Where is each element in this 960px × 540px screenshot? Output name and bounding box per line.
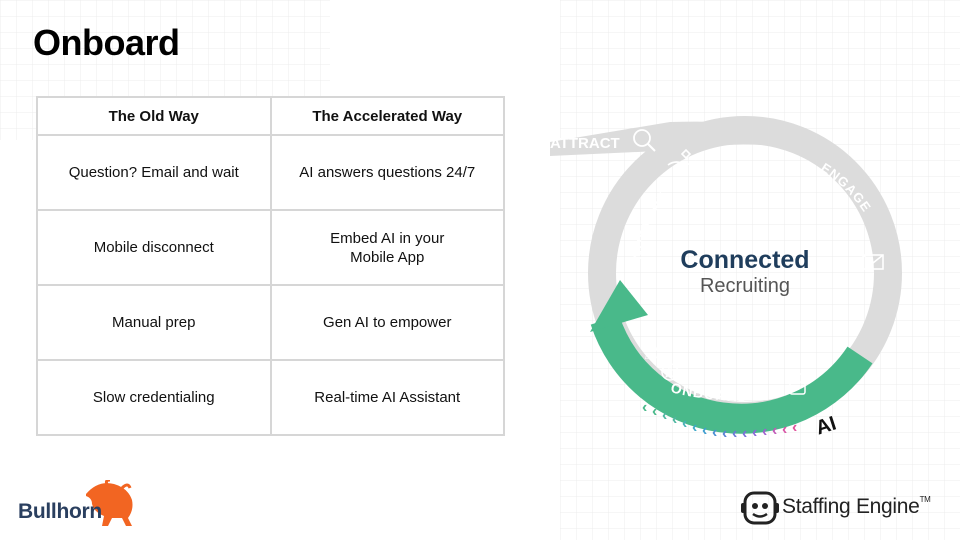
svg-text:‹: ‹ — [682, 415, 687, 432]
table-header-old-way: The Old Way — [36, 96, 272, 136]
table-row: Question? Email and wait AI answers ques… — [36, 134, 505, 211]
table-row: Mobile disconnect Embed AI in your Mobil… — [36, 209, 505, 286]
table-cell-old: Slow credentialing — [36, 359, 272, 436]
table-cell-new: Real-time AI Assistant — [269, 359, 505, 436]
table-cell-old: Mobile disconnect — [36, 209, 272, 286]
center-title: Connected — [680, 246, 809, 274]
envelope-icon — [862, 254, 884, 270]
attract-bar — [550, 121, 790, 156]
table-cell-new: Embed AI in your Mobile App — [269, 209, 505, 286]
table-cell-old: Manual prep — [36, 284, 272, 361]
svg-text:‹: ‹ — [692, 419, 697, 436]
star-badge-icon — [661, 363, 679, 381]
svg-text:‹: ‹ — [702, 422, 707, 439]
svg-text:‹: ‹ — [772, 422, 777, 439]
svg-text:‹: ‹ — [642, 399, 647, 416]
bull-icon — [86, 480, 133, 526]
onboard-arrowhead — [590, 280, 648, 332]
bullhorn-wordmark: Bullhorn — [18, 500, 102, 523]
svg-text:‹: ‹ — [672, 411, 677, 428]
clipboard-icon — [789, 373, 806, 395]
svg-text:‹: ‹ — [782, 421, 787, 438]
svg-text:‹: ‹ — [662, 407, 667, 424]
hand-heart-icon — [667, 148, 697, 166]
staffing-engine-wordmark: Staffing Engine — [782, 495, 920, 518]
ai-chevron-trail: ‹ ‹ ‹ ‹ ‹ ‹ ‹ ‹ ‹ ‹ ‹ ‹ ‹ ‹ ‹ ‹ — [642, 399, 797, 442]
table-cell-new: AI answers questions 24/7 — [269, 134, 505, 211]
svg-text:‹: ‹ — [752, 424, 757, 441]
svg-text:‹: ‹ — [722, 425, 727, 442]
page-title: Onboard — [33, 22, 180, 63]
start-date-label-line2: Date — [645, 354, 660, 361]
table-cell-old: Question? Email and wait — [36, 134, 272, 211]
ai-label: AI — [813, 412, 839, 439]
stage-attract-label: ATTRACT — [550, 135, 620, 152]
connected-recruiting-diagram: ATTRACT NURTURE ENGAGE ONBOARD Start Dat… — [550, 116, 902, 442]
trademark-mark: TM — [919, 495, 931, 504]
svg-text:‹: ‹ — [762, 423, 767, 440]
onboard-arc — [590, 315, 873, 434]
svg-text:‹: ‹ — [712, 424, 717, 441]
comparison-table: The Old Way The Accelerated Way Question… — [36, 96, 505, 436]
svg-text:‹: ‹ — [742, 425, 747, 442]
center-subtitle: Recruiting — [700, 275, 790, 297]
table-row: Slow credentialing Real-time AI Assistan… — [36, 359, 505, 436]
table-cell-new: Gen AI to empower — [269, 284, 505, 361]
person-search-icon — [633, 129, 651, 147]
robot-head-icon — [741, 491, 779, 525]
staffing-engine-logo: Staffing EngineTM — [740, 488, 950, 528]
svg-text:‹: ‹ — [732, 425, 737, 442]
table-header-accelerated-way: The Accelerated Way — [269, 96, 505, 136]
bullhorn-logo: Bullhorn — [16, 480, 146, 530]
table-row: Manual prep Gen AI to empower — [36, 284, 505, 361]
svg-text:‹: ‹ — [652, 403, 657, 420]
table-header-row: The Old Way The Accelerated Way — [36, 96, 505, 136]
svg-text:‹: ‹ — [792, 419, 797, 436]
start-date-label-line1: Start — [645, 346, 661, 353]
